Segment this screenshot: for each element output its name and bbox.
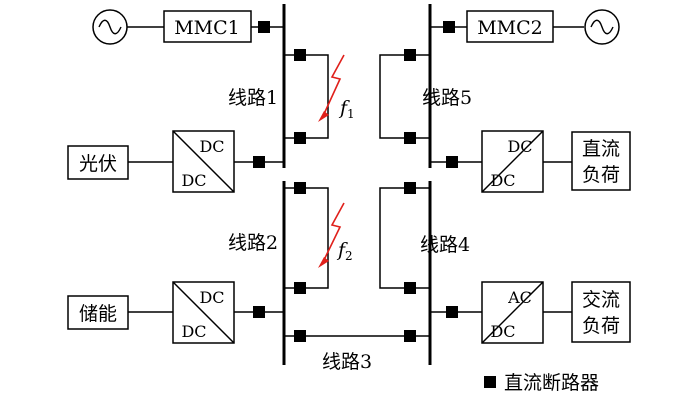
breaker-storage — [253, 306, 265, 318]
fault-f1-label: f1 — [338, 97, 355, 121]
line-3-label: 线路3 — [322, 351, 372, 373]
line-5-label: 线路5 — [422, 87, 472, 109]
ac-load-box — [571, 281, 631, 343]
line-4: 线路4 — [379, 182, 470, 294]
breaker-dc-load — [446, 156, 458, 168]
line-3: 线路3 — [284, 330, 430, 373]
breaker-line2-bottom — [294, 282, 306, 294]
sine-wave-right-icon — [590, 19, 614, 35]
line-4-label: 线路4 — [420, 234, 470, 256]
breaker-line3-left — [294, 330, 306, 342]
ac-load-converter-bottom: DC — [490, 322, 515, 341]
breaker-line2-top — [294, 182, 306, 194]
lightning-f1-icon — [323, 54, 345, 115]
mmc2-label: MMC2 — [477, 17, 543, 39]
legend: 直流断路器 — [484, 372, 599, 394]
arrow-f2-icon — [318, 257, 329, 268]
storage-converter-bottom: DC — [181, 322, 206, 341]
ac-load-label-line1: 交流 — [582, 289, 620, 311]
mmc1-source: MMC1 — [92, 9, 284, 45]
arrow-f1-icon — [318, 111, 329, 122]
breaker-ac-load — [446, 306, 458, 318]
mmc2-source: MMC2 — [430, 9, 620, 45]
fault-f2: f2 — [318, 202, 353, 268]
breaker-mmc1 — [258, 21, 270, 33]
mmc2-box — [466, 10, 554, 43]
dc-load-branch: DC DC 直流 负荷 — [430, 130, 631, 193]
breaker-pv — [253, 156, 265, 168]
pv-box — [67, 145, 129, 180]
storage-label: 储能 — [79, 303, 117, 325]
ac-load-branch: AC DC 交流 负荷 — [430, 281, 631, 344]
line-2-label: 线路2 — [228, 232, 278, 254]
breaker-line5-bottom — [404, 132, 416, 144]
mmc1-label: MMC1 — [174, 17, 240, 39]
legend-breaker-label: 直流断路器 — [504, 372, 599, 394]
dc-load-box — [571, 131, 631, 191]
breaker-line3-right — [404, 330, 416, 342]
fault-f1: f1 — [318, 54, 355, 122]
pv-label: 光伏 — [79, 153, 117, 175]
breaker-line5-top — [404, 49, 416, 61]
lightning-f2-icon — [323, 202, 345, 261]
line-1-label: 线路1 — [228, 87, 278, 109]
legend-breaker-icon — [484, 376, 496, 388]
breaker-line1-top — [294, 49, 306, 61]
dc-load-label-line1: 直流 — [582, 138, 620, 160]
pv-converter-bottom: DC — [181, 171, 206, 190]
ac-load-label-line2: 负荷 — [582, 315, 620, 337]
breaker-line4-bottom — [404, 282, 416, 294]
dc-load-converter-top: DC — [507, 137, 532, 156]
line-1: 线路1 — [228, 49, 329, 144]
breaker-line4-top — [404, 182, 416, 194]
pv-branch: 光伏 DC DC — [67, 130, 284, 193]
storage-branch: 储能 DC DC — [67, 281, 284, 344]
storage-converter-top: DC — [199, 288, 224, 307]
breaker-mmc2 — [443, 21, 455, 33]
line-2: 线路2 — [228, 182, 329, 294]
ac-load-converter-top: AC — [507, 288, 532, 307]
dc-load-converter-bottom: DC — [490, 171, 515, 190]
pv-converter-top: DC — [199, 137, 224, 156]
dc-load-label-line2: 负荷 — [582, 164, 620, 186]
fault-f2-label: f2 — [336, 239, 353, 263]
breaker-line1-bottom — [294, 132, 306, 144]
sine-wave-left-icon — [98, 19, 122, 35]
line-5: 线路5 — [379, 49, 472, 144]
